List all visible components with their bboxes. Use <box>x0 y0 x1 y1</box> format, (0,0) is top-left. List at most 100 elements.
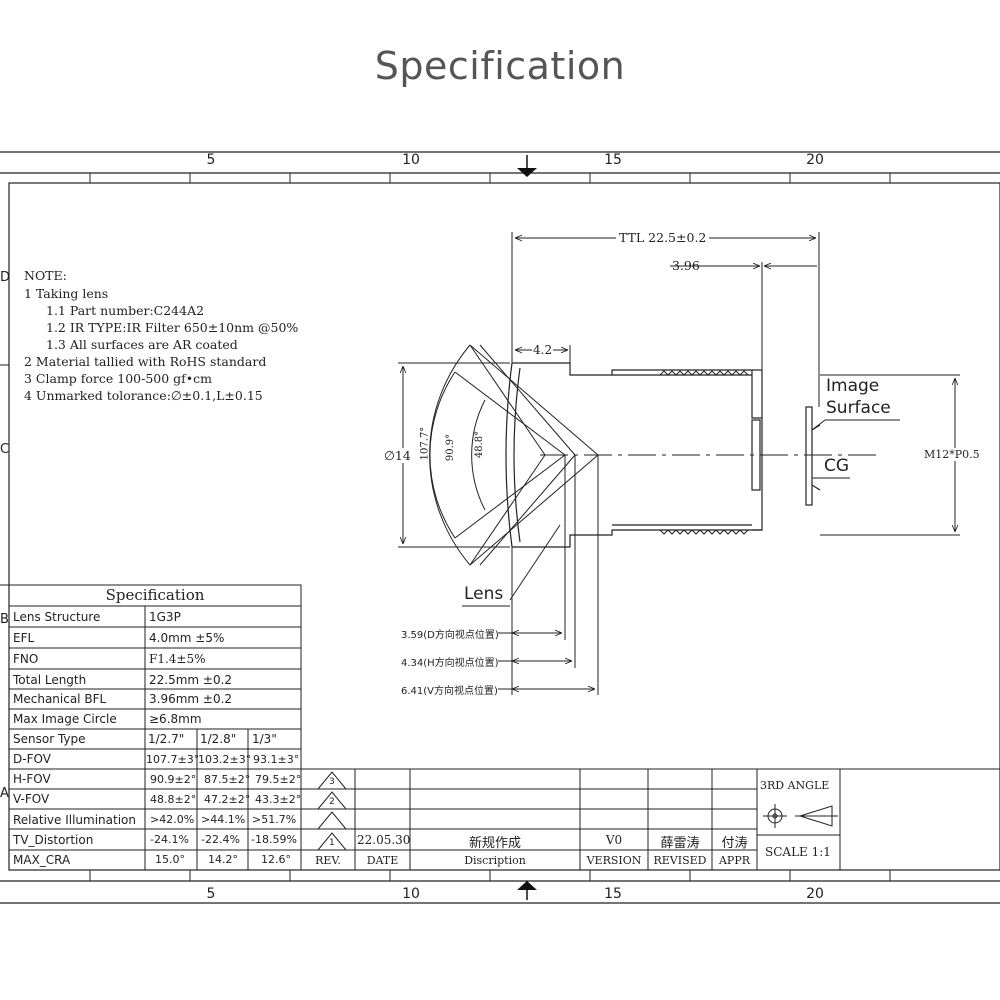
thread-top <box>659 370 749 376</box>
spec-vfov-1: 48.8±2° <box>150 793 197 806</box>
cg-callout: CG <box>824 456 850 476</box>
spec-sensor-3: 1/3" <box>252 732 277 746</box>
spec-value-max-image-circle: ≥6.8mm <box>149 712 202 726</box>
row-letter-d: D <box>0 270 11 285</box>
spec-label-tv-distortion: TV_Distortion <box>13 833 94 847</box>
spec-ri-2: >44.1% <box>201 813 246 826</box>
fov-mid-label: 90.9° <box>445 433 457 462</box>
third-angle-symbol <box>763 804 838 828</box>
revision-grid <box>301 768 1000 870</box>
spec-label-efl: EFL <box>13 631 35 645</box>
col-num-bottom-5: 5 <box>206 886 216 902</box>
spec-value-fno: F1.4±5% <box>149 652 206 666</box>
col-num-bottom-15: 15 <box>604 886 622 902</box>
row-letter-c: C <box>0 442 10 457</box>
revision-triangles <box>316 771 348 851</box>
spec-label-d-fov: D-FOV <box>13 752 51 766</box>
front-dimension: 4.2 <box>532 343 554 357</box>
bfl-dimension: 3.96 <box>672 258 700 273</box>
rev-mark-1: 1 <box>329 838 335 848</box>
header-description: Discription <box>464 854 526 867</box>
header-version: VERSION <box>586 854 642 867</box>
ttl-dimension: TTL 22.5±0.2 <box>616 230 710 245</box>
page-title: Specification <box>374 44 626 88</box>
rev-mark-3: 3 <box>329 777 335 787</box>
rev-mark-2: 2 <box>329 797 335 807</box>
spec-cra-1: 15.0° <box>155 853 185 866</box>
spec-dfov-2: 103.2±3° <box>198 753 252 766</box>
spec-cra-2: 14.2° <box>208 853 238 866</box>
spec-sensor-1: 1/2.7" <box>148 732 185 746</box>
spec-table-grid <box>8 584 302 871</box>
note-1-1: 1.1 Part number:C244A2 <box>46 303 205 318</box>
note-1-2: 1.2 IR TYPE:IR Filter 650±10nm @50% <box>46 320 299 335</box>
spec-vfov-3: 43.3±2° <box>255 793 302 806</box>
note-4: 4 Unmarked tolorance:∅±0.1,L±0.15 <box>24 388 263 403</box>
col-num-top-10: 10 <box>402 152 420 168</box>
spec-dfov-3: 93.1±3° <box>253 753 300 766</box>
fov-outer-label: 107.7° <box>419 426 431 461</box>
third-angle-label: 3RD ANGLE <box>760 779 830 792</box>
v-distance-label: 6.41(V方向视点位置) <box>401 686 498 697</box>
col-num-bottom-20: 20 <box>806 886 824 902</box>
lens-callout: Lens <box>464 584 504 604</box>
row-letter-b: B <box>0 612 9 627</box>
drawing-frame <box>0 151 1000 904</box>
note-1: 1 Taking lens <box>24 286 109 301</box>
spec-label-mechanical-bfl: Mechanical BFL <box>13 692 107 706</box>
note-1-3: 1.3 All surfaces are AR coated <box>46 337 238 352</box>
spec-hfov-3: 79.5±2° <box>255 773 302 786</box>
top-ruler-ticks <box>0 173 891 881</box>
spec-hfov-2: 87.5±2° <box>204 773 251 786</box>
col-num-bottom-10: 10 <box>402 886 420 902</box>
spec-sensor-2: 1/2.8" <box>200 732 237 746</box>
note-3: 3 Clamp force 100-500 gf•cm <box>24 371 213 386</box>
spec-tvd-3: -18.59% <box>251 833 297 846</box>
revision-version: V0 <box>605 833 623 847</box>
spec-value-total-length: 22.5mm ±0.2 <box>149 673 233 687</box>
spec-value-mechanical-bfl: 3.96mm ±0.2 <box>149 692 233 706</box>
spec-label-v-fov: V-FOV <box>13 792 50 806</box>
spec-ri-3: >51.7% <box>252 813 297 826</box>
spec-table-header: Specification <box>105 586 205 604</box>
h-distance-label: 4.34(H方向视点位置) <box>401 658 499 669</box>
spec-label-h-fov: H-FOV <box>13 772 51 786</box>
col-num-top-20: 20 <box>806 152 824 168</box>
scale-label: SCALE 1:1 <box>765 845 831 859</box>
header-date: DATE <box>366 854 399 867</box>
spec-label-max-cra: MAX_CRA <box>13 853 71 867</box>
revision-approved-by: 付涛 <box>721 836 748 851</box>
spec-label-max-image-circle: Max Image Circle <box>13 712 117 726</box>
surface-callout: Surface <box>826 398 891 418</box>
note-2: 2 Material tallied with RoHS standard <box>24 354 267 369</box>
header-rev: REV. <box>315 854 341 867</box>
note-heading: NOTE: <box>24 268 67 283</box>
col-num-top-5: 5 <box>206 152 216 168</box>
row-letter-a: A <box>0 786 9 801</box>
thread-dimension: M12*P0.5 <box>924 448 980 461</box>
thread-bottom <box>659 529 749 535</box>
header-revised: REVISED <box>653 854 707 867</box>
spec-tvd-2: -22.4% <box>201 833 240 846</box>
revision-date: 22.05.30 <box>357 833 411 847</box>
spec-label-lens-structure: Lens Structure <box>13 610 101 624</box>
spec-label-fno: FNO <box>13 652 39 666</box>
col-num-top-15: 15 <box>604 152 622 168</box>
fov-inner-label: 48.8° <box>474 430 486 459</box>
diameter-dimension: ∅14 <box>384 448 411 463</box>
spec-vfov-2: 47.2±2° <box>204 793 251 806</box>
revision-description: 新规作成 <box>468 836 521 851</box>
spec-label-relative-illumination: Relative Illumination <box>13 813 136 827</box>
revision-revised-by: 薛雷涛 <box>660 836 700 851</box>
spec-ri-1: >42.0% <box>150 813 195 826</box>
spec-label-sensor-type: Sensor Type <box>13 732 86 746</box>
spec-dfov-1: 107.7±3° <box>146 753 200 766</box>
spec-hfov-1: 90.9±2° <box>150 773 197 786</box>
header-appr: APPR <box>718 854 751 867</box>
spec-value-efl: 4.0mm ±5% <box>149 631 225 645</box>
spec-cra-3: 12.6° <box>261 853 291 866</box>
spec-label-total-length: Total Length <box>13 673 87 687</box>
image-callout: Image <box>826 376 880 396</box>
spec-tvd-1: -24.1% <box>150 833 189 846</box>
